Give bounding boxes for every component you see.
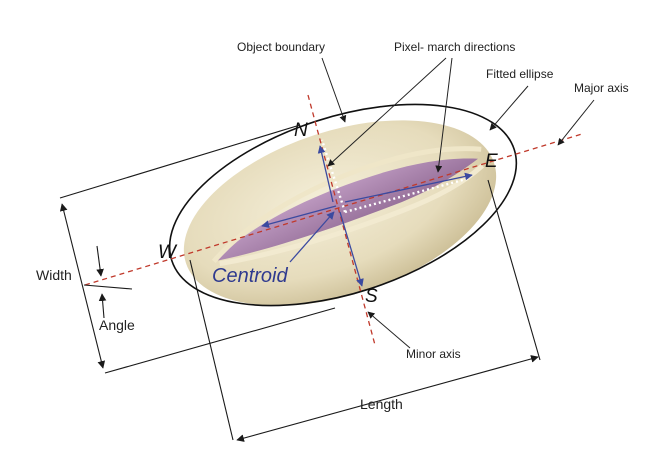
pixel-march-leader-1 xyxy=(327,57,447,167)
length-arrow xyxy=(236,355,539,442)
march-arrow-south xyxy=(339,211,364,287)
angle-horizontal xyxy=(83,284,133,290)
march-arrow-west xyxy=(261,205,337,228)
centroid-pointer xyxy=(289,211,335,263)
upper-shell-lip xyxy=(211,146,482,264)
compass-east: E xyxy=(485,151,498,172)
fitted-ellipse-label: Fitted ellipse xyxy=(486,67,554,81)
lower-shell-lip xyxy=(219,163,485,267)
angle-arrow-top xyxy=(96,245,104,277)
object-boundary-leader xyxy=(321,57,347,123)
compass-south: S xyxy=(365,286,378,307)
major-axis-line xyxy=(84,133,583,286)
major-axis-label: Major axis xyxy=(574,81,629,95)
minor-axis-leader xyxy=(367,311,411,349)
march-line-east xyxy=(344,176,471,214)
width-dimension xyxy=(59,124,336,374)
march-arrow-north xyxy=(317,145,334,203)
angle-arrow-bottom xyxy=(98,293,107,319)
length-dimension xyxy=(189,179,541,442)
angle-indicator xyxy=(83,245,133,319)
compass-west: W xyxy=(158,242,178,263)
width-ext-top xyxy=(59,124,301,199)
pixel-march-label: Pixel- march directions xyxy=(394,40,515,54)
length-ext-right xyxy=(487,179,541,361)
angle-label: Angle xyxy=(99,317,135,333)
pixel-march-arrows xyxy=(261,139,473,287)
length-label: Length xyxy=(360,396,403,412)
pixel-march-leader-2 xyxy=(435,57,453,173)
width-label: Width xyxy=(36,267,72,283)
width-arrow xyxy=(59,203,106,369)
centroid-label: Centroid xyxy=(212,265,288,287)
compass-north: N xyxy=(294,120,308,141)
march-arrow-east xyxy=(344,172,473,203)
length-ext-left xyxy=(189,259,234,441)
minor-axis-line xyxy=(307,94,376,346)
object-boundary-label: Object boundary xyxy=(237,40,325,54)
minor-axis-label: Minor axis xyxy=(406,347,461,361)
fitted-ellipse xyxy=(168,103,518,307)
pistachio-kernel xyxy=(213,158,478,262)
major-axis-leader xyxy=(557,99,595,146)
fitted-ellipse-leader xyxy=(489,85,529,131)
width-ext-bottom xyxy=(104,307,336,374)
